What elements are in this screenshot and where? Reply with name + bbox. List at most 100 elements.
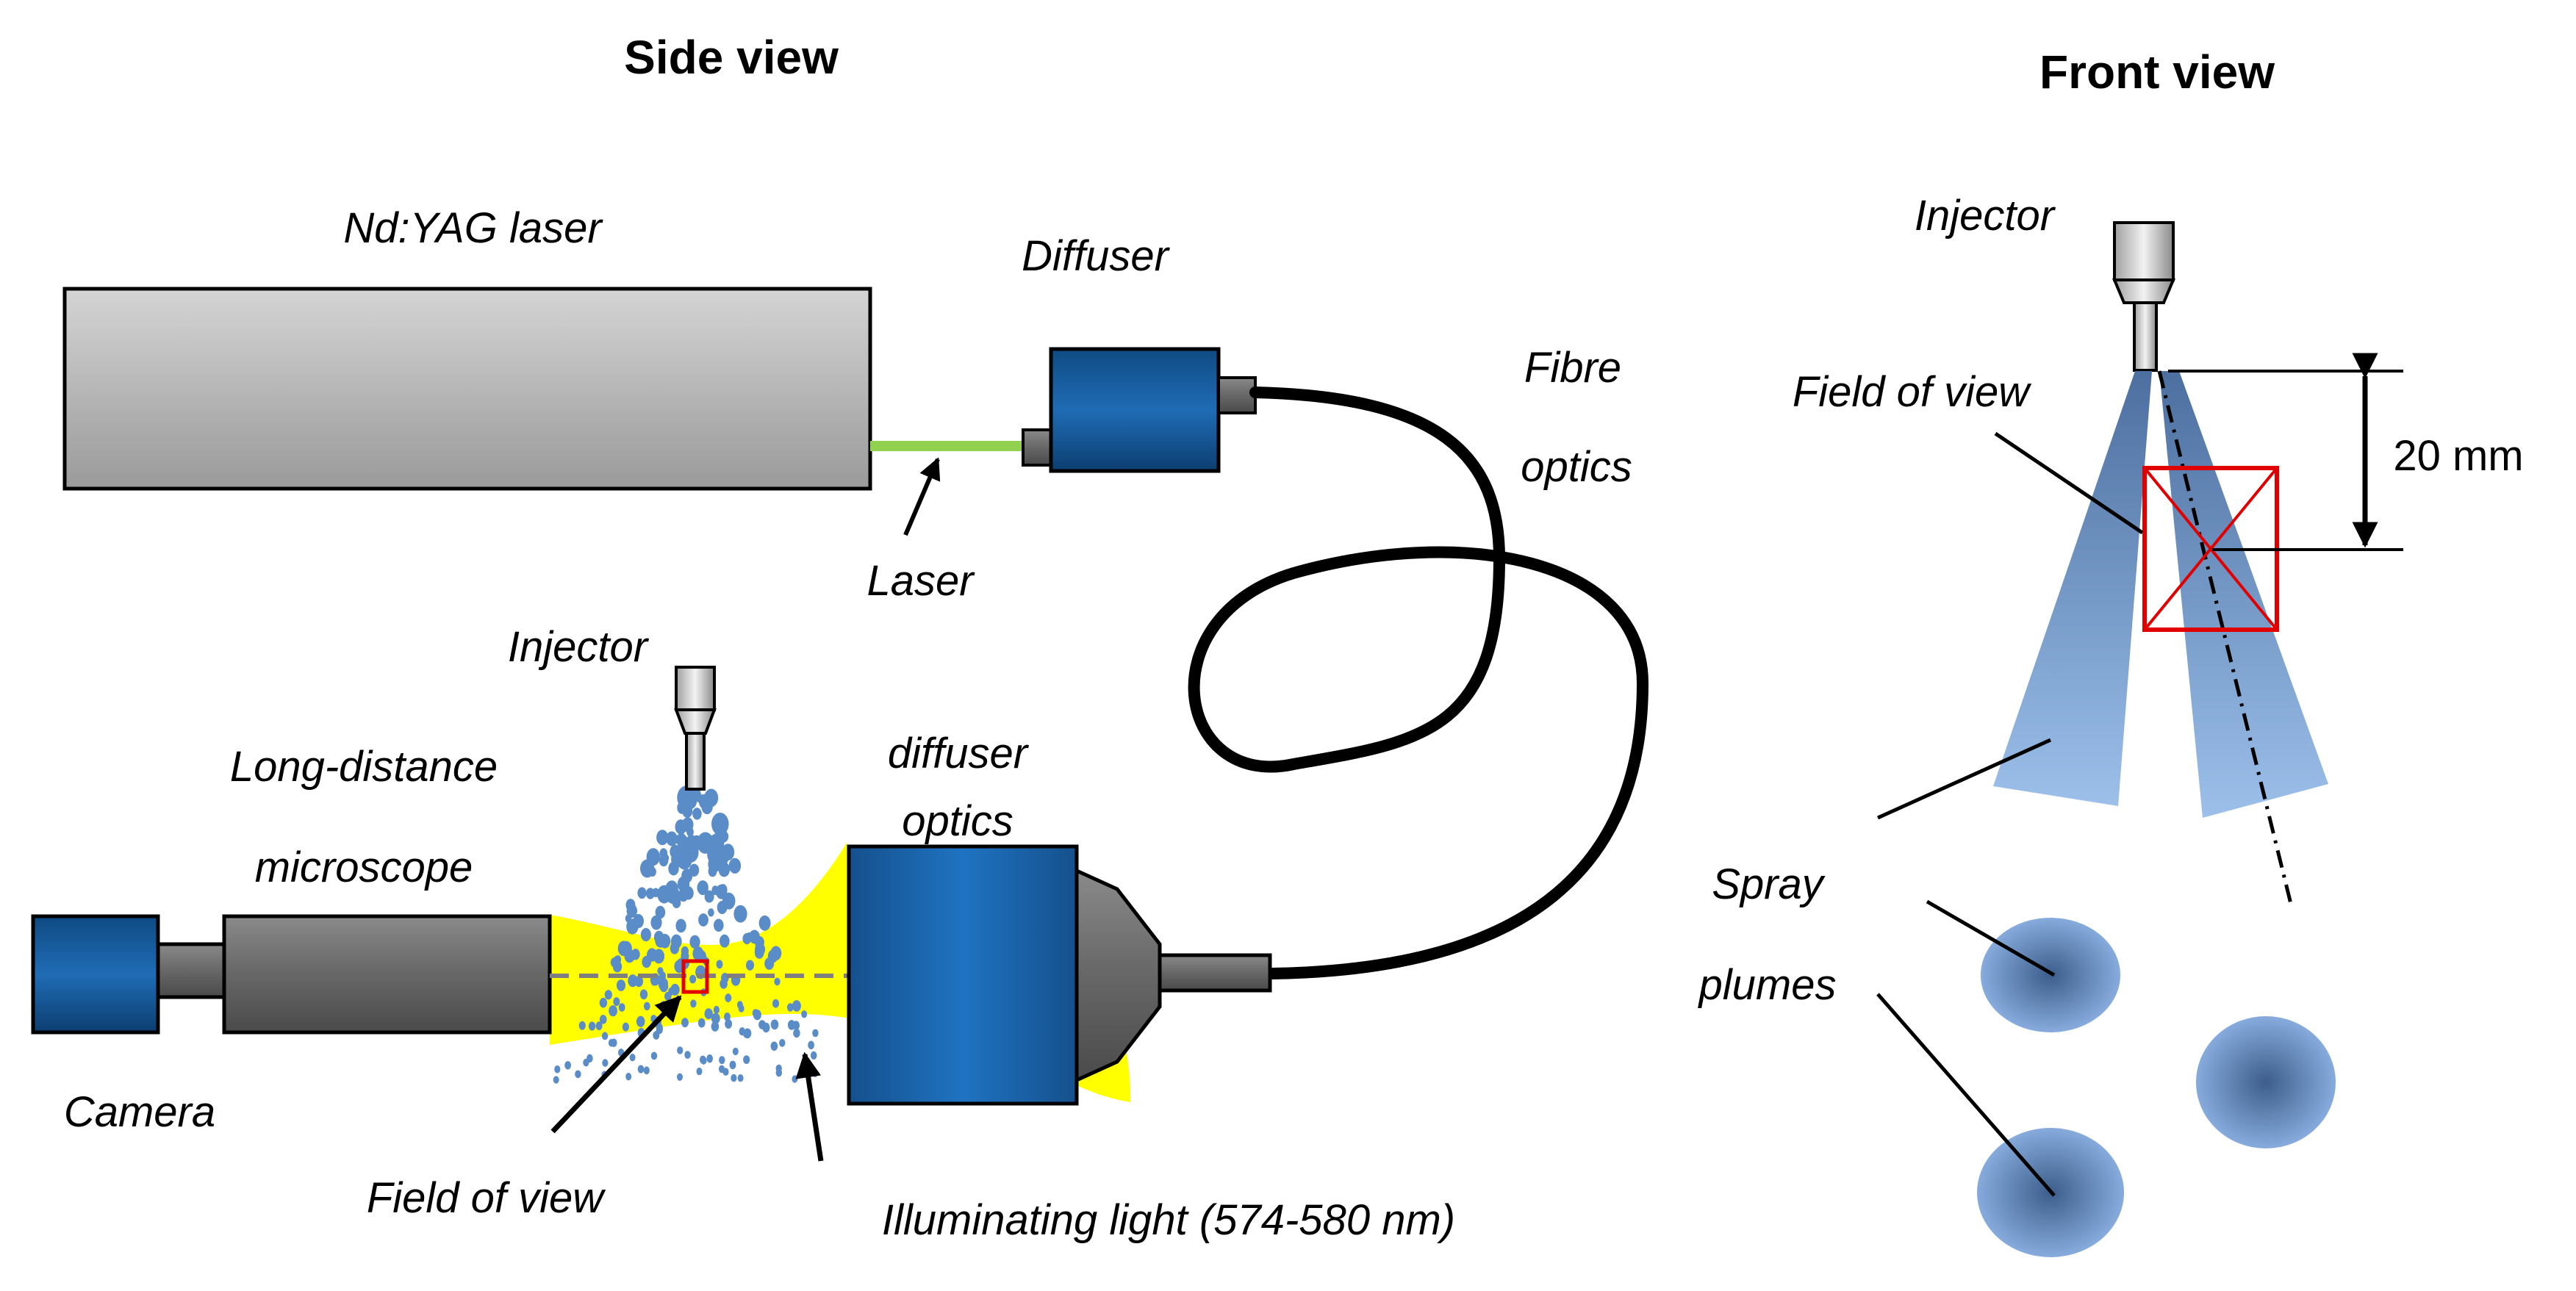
side-injector-taper [674, 708, 717, 735]
fibre-optics-label-line2: optics [1521, 443, 1632, 491]
side-field-of-view-arrow [550, 995, 682, 1134]
front-field-of-view-label: Field of view [1793, 368, 2031, 416]
spray-droplet [686, 827, 694, 837]
spray-droplet [656, 1023, 663, 1032]
camera-label: Camera [64, 1088, 215, 1136]
laser-label: Laser [867, 557, 975, 605]
spray-droplet [614, 955, 622, 964]
spray-droplet [700, 1056, 707, 1065]
spray-droplet [602, 1059, 609, 1067]
spray-droplet [636, 1015, 645, 1027]
spray-droplet [716, 960, 723, 969]
spray-droplet [793, 1028, 800, 1038]
spray-droplet [655, 905, 666, 919]
spray-droplet [622, 1022, 630, 1032]
side-injector-label: Injector [508, 623, 650, 671]
spray-droplet [677, 1073, 683, 1082]
spray-droplet [711, 813, 729, 835]
spray-droplet [801, 1010, 808, 1018]
nd-yag-laser-box [62, 287, 872, 491]
spray-droplet [610, 1038, 617, 1047]
front-field-of-view-diagonal-2 [2143, 467, 2278, 631]
spray-droplet [599, 1015, 607, 1024]
spray-droplet [808, 1040, 814, 1050]
microscope-label-line2: microscope [255, 844, 473, 891]
plume-cross-section-top-left [1981, 918, 2120, 1032]
spray-droplet [720, 934, 730, 948]
spray-droplet [708, 866, 717, 877]
spray-droplet [653, 930, 664, 943]
spray-droplet [618, 1003, 625, 1012]
spray-droplet [646, 848, 660, 866]
spray-droplet [625, 914, 632, 923]
spray-droplet [692, 808, 702, 820]
spray-droplet [786, 1003, 794, 1012]
spray-droplet [704, 890, 714, 903]
spray-droplet [762, 1022, 770, 1033]
spray-droplet [770, 1041, 778, 1051]
spray-droplet [588, 1021, 596, 1031]
spray-droplet [648, 866, 656, 877]
spray-droplet [711, 1013, 720, 1024]
spray-droplet [659, 848, 668, 859]
spray-droplet [724, 1013, 731, 1021]
diffuser-optics-label-line1: diffuser [888, 730, 1030, 777]
spray-droplet [703, 802, 711, 810]
spray-droplet [613, 997, 620, 1007]
spray-droplet [681, 951, 689, 962]
spray-droplet [578, 1021, 586, 1030]
front-injector-label: Injector [1915, 192, 2056, 240]
spray-droplet [779, 1039, 786, 1047]
side-view-title: Side view [624, 31, 839, 84]
spray-droplet [616, 979, 626, 991]
fibre-optics-label-line1: Fibre [1524, 344, 1621, 392]
spray-droplet [631, 949, 640, 960]
spray-droplets [553, 785, 819, 1084]
spray-pointer-2 [1926, 899, 2056, 977]
spray-droplet [743, 1028, 752, 1039]
spray-droplet [681, 835, 689, 845]
spray-droplet [583, 1058, 589, 1067]
spray-droplet [679, 882, 686, 891]
spray-droplet [690, 999, 697, 1008]
spray-droplet [599, 997, 608, 1008]
spray-droplet [689, 863, 700, 877]
laser-arrow [903, 457, 941, 536]
spray-droplet [665, 885, 680, 904]
spray-droplet [696, 1067, 703, 1076]
spray-plumes-label-line1: Spray [1712, 860, 1826, 908]
diffuser-label: Diffuser [1022, 232, 1171, 280]
spray-droplet [628, 974, 638, 988]
dimension-label: 20 mm [2393, 432, 2523, 480]
spray-droplet [617, 941, 630, 957]
spray-droplet [731, 1074, 737, 1082]
spray-droplet [689, 935, 700, 949]
spray-droplet [658, 977, 669, 990]
spray-droplet [704, 1008, 713, 1020]
camera-lens-mount [156, 942, 226, 999]
diffuser-optics-connector [1158, 953, 1272, 993]
spray-droplet [732, 1047, 739, 1056]
spray-droplet [637, 887, 647, 899]
spray-droplet [733, 905, 747, 923]
spray-droplet [706, 1054, 713, 1063]
fibre-optic-cable [1188, 386, 1649, 979]
spray-droplet [728, 857, 742, 874]
long-distance-microscope [222, 914, 552, 1035]
front-injector-body [2113, 221, 2175, 281]
spray-axis-line [2157, 370, 2293, 905]
illumination-light-cone [550, 843, 1131, 1102]
spray-droplet [774, 977, 781, 986]
spray-droplet [717, 901, 728, 914]
spray-droplet [720, 979, 728, 989]
front-view-title: Front view [2039, 46, 2275, 98]
spray-plume-right [2159, 371, 2328, 818]
spray-droplet [736, 1001, 743, 1009]
spray-droplet [719, 1065, 725, 1074]
illumination-arrow [795, 1051, 824, 1162]
spray-plumes-label-line2: plumes [1698, 961, 1837, 1009]
spray-droplet [633, 913, 644, 929]
diffuser-optics-label-line2: optics [902, 797, 1013, 845]
spray-droplet [708, 908, 714, 917]
